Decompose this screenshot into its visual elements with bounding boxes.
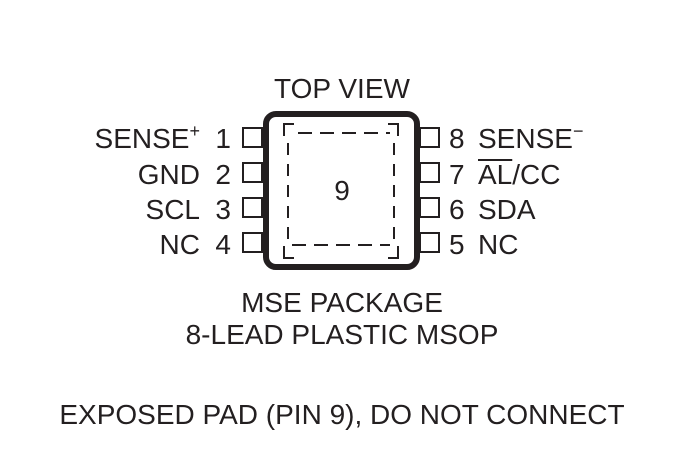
pin-3-lead: [242, 197, 263, 218]
pin-1-superscript: +: [189, 121, 200, 141]
left-pins: 1 2 3 4 SENSE+ GND SCL NC: [95, 121, 263, 260]
exposed-pad-number: 9: [334, 175, 350, 206]
pin-7-lead: [419, 162, 440, 183]
pin-4-label: NC: [160, 229, 200, 260]
pin-5-number: 5: [449, 229, 465, 260]
pin-8-name: SENSE: [478, 123, 573, 154]
package-name: MSE PACKAGE: [241, 287, 443, 318]
exposed-pad-outline: [283, 123, 399, 259]
pin-1-name: SENSE: [95, 123, 190, 154]
pin-8-lead: [419, 127, 440, 148]
pin-7-number: 7: [449, 159, 465, 190]
package-body: [263, 111, 420, 270]
pin-7-name-overbar: AL: [478, 159, 512, 190]
pin-3-number: 3: [215, 194, 231, 225]
pin-7-label: AL/CC: [478, 159, 560, 190]
pin-7-name-rest: /CC: [512, 159, 560, 190]
pin-1-lead: [242, 127, 263, 148]
pin-5-label: NC: [478, 229, 518, 260]
pin-2-number: 2: [215, 159, 231, 190]
pin-8-label: SENSE−: [478, 121, 583, 154]
pin-5-lead: [419, 232, 440, 253]
package-description: 8-LEAD PLASTIC MSOP: [186, 319, 499, 350]
pin-4-lead: [242, 232, 263, 253]
pin-2-lead: [242, 162, 263, 183]
pin-4-number: 4: [215, 229, 231, 260]
pin-1-label: SENSE+: [95, 121, 200, 154]
pin-6-number: 6: [449, 194, 465, 225]
right-pins: 8 7 6 5 SENSE− AL/CC SDA NC: [419, 121, 583, 260]
pin-6-lead: [419, 197, 440, 218]
pin-6-label: SDA: [478, 194, 536, 225]
pin-8-number: 8: [449, 123, 465, 154]
view-label: TOP VIEW: [274, 73, 410, 104]
pin-1-number: 1: [215, 123, 231, 154]
pin-2-label: GND: [138, 159, 200, 190]
pin-3-label: SCL: [146, 194, 200, 225]
exposed-pad-note: EXPOSED PAD (PIN 9), DO NOT CONNECT: [59, 399, 624, 430]
pin-8-superscript: −: [573, 121, 584, 141]
